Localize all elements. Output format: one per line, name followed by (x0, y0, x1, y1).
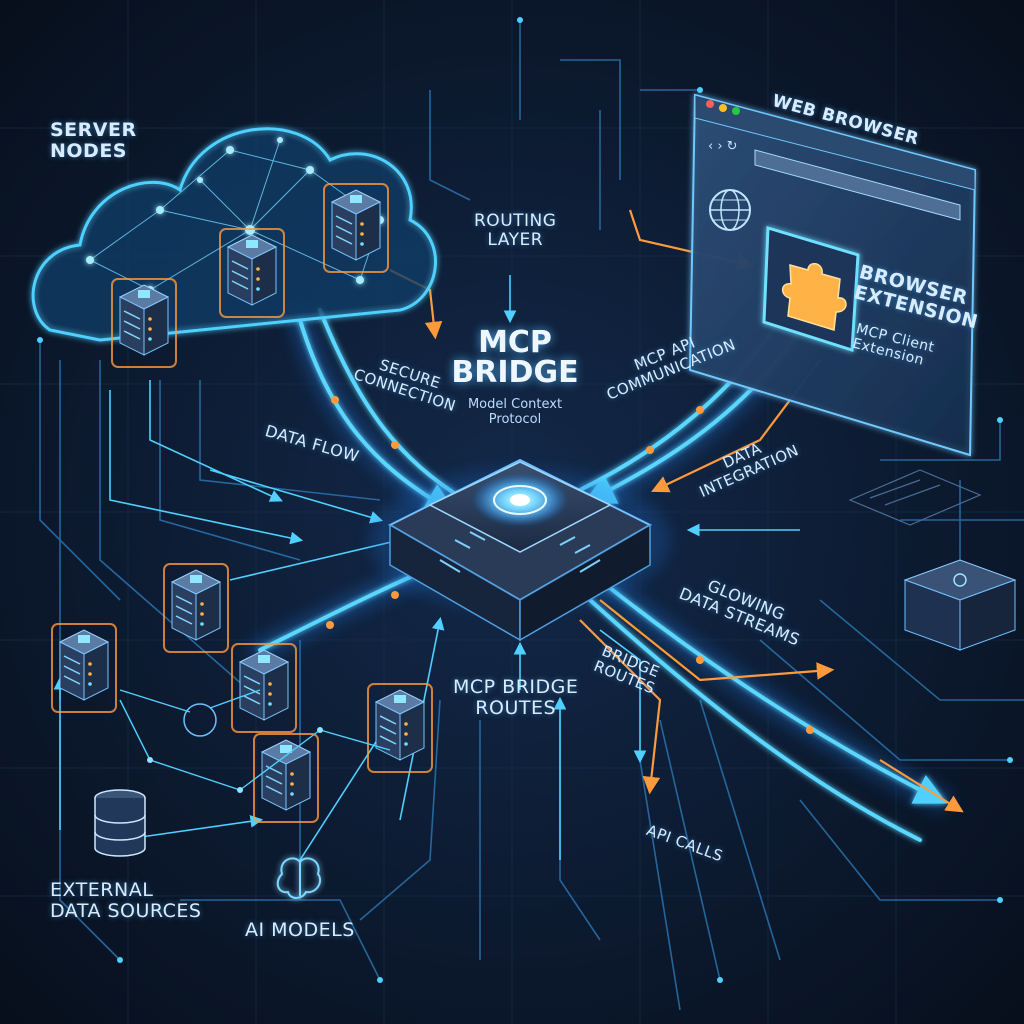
mcp-bridge-subtitle: Model Context Protocol (445, 397, 585, 428)
nav-arrows-icon: ‹ › ↻ (708, 139, 738, 154)
server-icon (231, 643, 297, 733)
address-bar (754, 149, 961, 221)
server-icon (219, 228, 285, 318)
mcp-bridge-title: MCP BRIDGE (440, 328, 590, 388)
label-routing-layer: ROUTING LAYER (474, 212, 556, 249)
storage-device-icon (903, 559, 1017, 651)
label-line: MCP BRIDGE (453, 676, 579, 698)
cloud-node-icon (183, 703, 217, 737)
maximize-dot-icon (732, 107, 740, 115)
circuit-board-icon (848, 469, 982, 526)
label-line: ROUTING (474, 211, 557, 231)
connection-arrows (53, 275, 800, 861)
server-icon (253, 733, 319, 823)
network-hub (119, 689, 391, 793)
close-dot-icon (706, 100, 714, 108)
circuit-traces (39, 20, 1024, 1011)
subtitle-line: Protocol (488, 411, 542, 427)
title-line: BRIDGE (451, 355, 579, 390)
cloud-servers (111, 183, 389, 368)
subtitle-line: Model Context (467, 397, 563, 412)
label-line: SERVER (50, 119, 137, 141)
trace-endpoints (37, 17, 1013, 983)
puzzle-piece-icon (781, 262, 847, 331)
extension-tile (762, 226, 860, 353)
label-mcp-bridge-routes: MCP BRIDGE ROUTES (453, 677, 578, 719)
brain-icon (276, 857, 322, 899)
label-line: EXTERNAL (50, 879, 154, 901)
label-line: ROUTES (475, 696, 557, 719)
server-icon (51, 623, 117, 713)
label-line: DATA SOURCES (50, 899, 202, 922)
label-line: AI MODELS (245, 919, 355, 941)
label-line: LAYER (487, 229, 544, 250)
server-icon (367, 683, 433, 773)
label-ai-models: AI MODELS (245, 920, 355, 941)
globe-icon (709, 189, 751, 231)
minimize-dot-icon (719, 104, 727, 112)
label-external-data-sources: EXTERNAL DATA SOURCES (50, 880, 202, 922)
label-server-nodes: SERVER NODES (50, 120, 137, 162)
server-icon (163, 563, 229, 653)
server-icon (111, 278, 177, 368)
lower-servers (51, 563, 433, 823)
label-line: NODES (50, 139, 127, 162)
database-icon (94, 789, 146, 857)
mcp-bridge-chip (370, 458, 670, 642)
right-hardware (848, 469, 1017, 651)
title-line: MCP (478, 325, 552, 360)
web-browser-window: ‹ › ↻ (688, 93, 977, 457)
server-icon (323, 183, 389, 273)
